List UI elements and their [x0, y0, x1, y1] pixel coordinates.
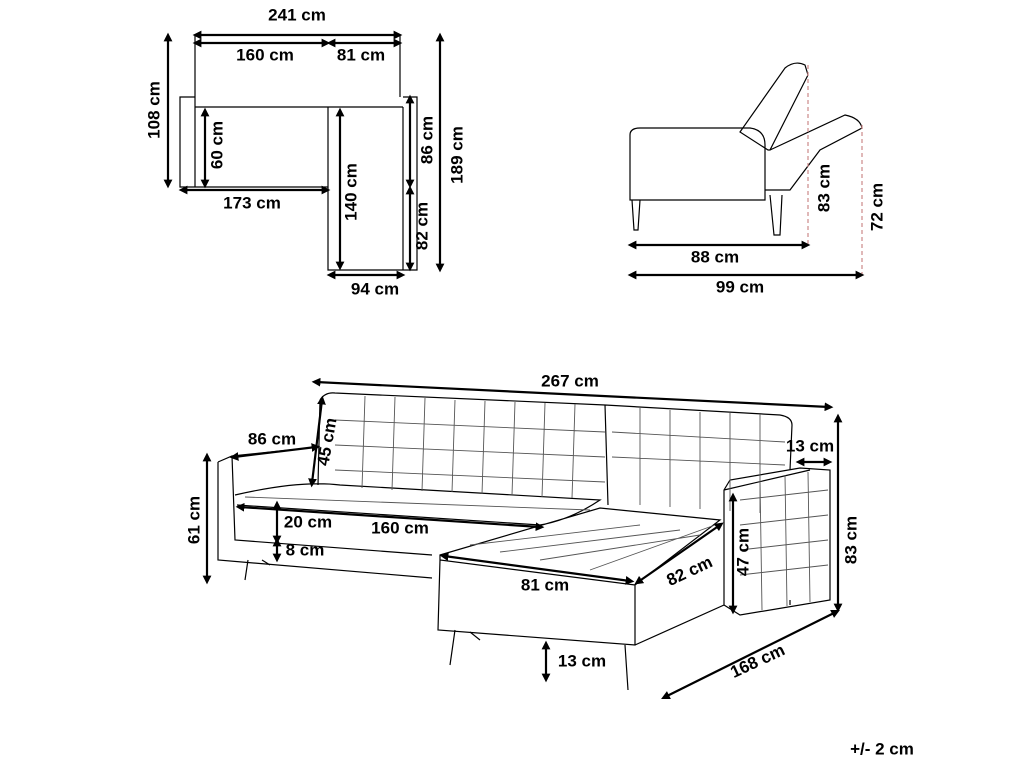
- dim-label: 60 cm: [207, 121, 226, 169]
- dim-label: 81 cm: [521, 575, 569, 594]
- dim-label: 72 cm: [867, 183, 886, 231]
- dim-label: 267 cm: [541, 371, 599, 390]
- dim-label: 45 cm: [313, 416, 340, 467]
- dim-label: 47 cm: [733, 528, 752, 576]
- dim-line: [661, 610, 840, 699]
- plan-view: 241 cm 160 cm 81 cm 108 cm 60 cm 173 cm …: [144, 5, 466, 298]
- dim-label: 8 cm: [286, 540, 325, 559]
- dim-line: [308, 395, 326, 488]
- side-view: 88 cm 99 cm 83 cm 72 cm: [627, 62, 886, 296]
- dim-label: 108 cm: [144, 81, 163, 139]
- main-view: 267 cm 86 cm 45 cm 13 cm 83 cm 61 cm 20 …: [184, 371, 860, 699]
- dim-label: 160 cm: [236, 45, 294, 64]
- side-sofa-outline: [629, 62, 863, 201]
- outline-path: [244, 559, 791, 691]
- dim-label: 88 cm: [691, 247, 739, 266]
- dim-label: 241 cm: [268, 5, 326, 24]
- dim-label: 94 cm: [351, 279, 399, 298]
- tufting-grid: [244, 395, 829, 611]
- dim-line: [634, 522, 724, 585]
- dim-label: 173 cm: [223, 193, 281, 212]
- dim-label: 82 cm: [412, 202, 431, 250]
- dim-label: 160 cm: [371, 518, 429, 537]
- dim-label: 99 cm: [716, 277, 764, 296]
- dim-label: 140 cm: [341, 163, 360, 221]
- dim-label: 61 cm: [184, 496, 203, 544]
- dim-label: 13 cm: [786, 436, 834, 455]
- dim-label: 13 cm: [558, 651, 606, 670]
- outline-path: [631, 194, 783, 236]
- dim-line: [229, 443, 321, 461]
- dim-label: 86 cm: [417, 116, 436, 164]
- dim-label: 86 cm: [248, 429, 296, 448]
- dim-label: 83 cm: [814, 164, 833, 212]
- tolerance-note: +/- 2 cm: [850, 739, 914, 758]
- dim-label: 20 cm: [284, 512, 332, 531]
- dim-line: [235, 502, 545, 532]
- dim-label: 81 cm: [337, 45, 385, 64]
- dim-label: 83 cm: [841, 516, 860, 564]
- dim-label: 168 cm: [727, 640, 787, 682]
- dim-line: [439, 552, 635, 585]
- dim-line: [311, 377, 834, 412]
- dim-label: 189 cm: [447, 126, 466, 184]
